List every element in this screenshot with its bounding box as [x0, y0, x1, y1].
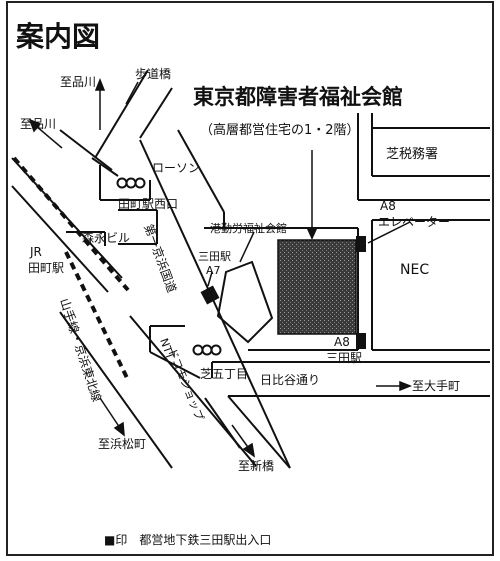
- venue-name: 東京都障害者福祉会館: [193, 85, 403, 109]
- label-shiba5: 芝五丁目: [200, 366, 248, 381]
- map-frame: [6, 1, 494, 556]
- venue-building: [277, 239, 357, 335]
- label-daiichi-keihin: 第一京浜国道: [141, 222, 179, 294]
- label-jr-tamachi: 田町駅: [28, 261, 64, 275]
- map-title: 案内図: [16, 20, 100, 53]
- label-to-shinbashi: 至新橋: [238, 458, 274, 473]
- venue-note: （高層都営住宅の1・2階）: [200, 122, 360, 138]
- label-nec: NEC: [400, 262, 429, 278]
- exit-a8-bottom-marker: [356, 333, 366, 349]
- label-to-otemachi: 至大手町: [412, 379, 460, 393]
- label-morinaga: 森永ビル: [82, 230, 130, 245]
- venue-pointer-head: [307, 229, 317, 240]
- direction-arrows: [28, 77, 413, 458]
- label-to-hamamatsucho: 至浜松町: [98, 437, 146, 451]
- roads: [11, 69, 490, 469]
- label-docomo: ドコモショップ: [165, 346, 206, 422]
- label-a8-top-1: A8: [380, 199, 396, 213]
- railway-track: [12, 156, 130, 292]
- label-footbridge: 歩道橋: [135, 66, 171, 81]
- label-a8-top-2: エレベーター: [378, 215, 450, 229]
- label-jr: JR: [29, 245, 42, 259]
- label-shiba-tax: 芝税務署: [386, 146, 438, 162]
- minato-welfare-building: [216, 260, 274, 344]
- label-mita-a7-1: 三田駅: [198, 250, 231, 263]
- label-to-shinagawa-1: 至品川: [60, 75, 96, 89]
- label-rail-lines: 山手線・京浜東北線: [57, 296, 105, 403]
- label-a8-bottom-1: A8: [334, 335, 350, 349]
- label-a8-bottom-2: 三田駅: [326, 351, 362, 365]
- label-hibiya: 日比谷通り: [260, 373, 320, 387]
- exit-a7-marker: [200, 285, 220, 305]
- label-mita-a7-2: A7: [206, 264, 221, 277]
- mita-station-symbol: [192, 344, 222, 356]
- label-lawson: ローソン: [152, 161, 200, 175]
- exit-a8-top-marker: [356, 236, 366, 252]
- tamachi-station-symbol: [116, 177, 146, 189]
- label-tamachi-west: 田町駅西口: [118, 197, 178, 211]
- label-to-shinagawa-2: 至品川: [20, 117, 56, 131]
- label-minato-welfare: 港勤労福祉会館: [210, 221, 287, 235]
- legend-text: ■印 都営地下鉄三田駅出入口: [104, 532, 271, 547]
